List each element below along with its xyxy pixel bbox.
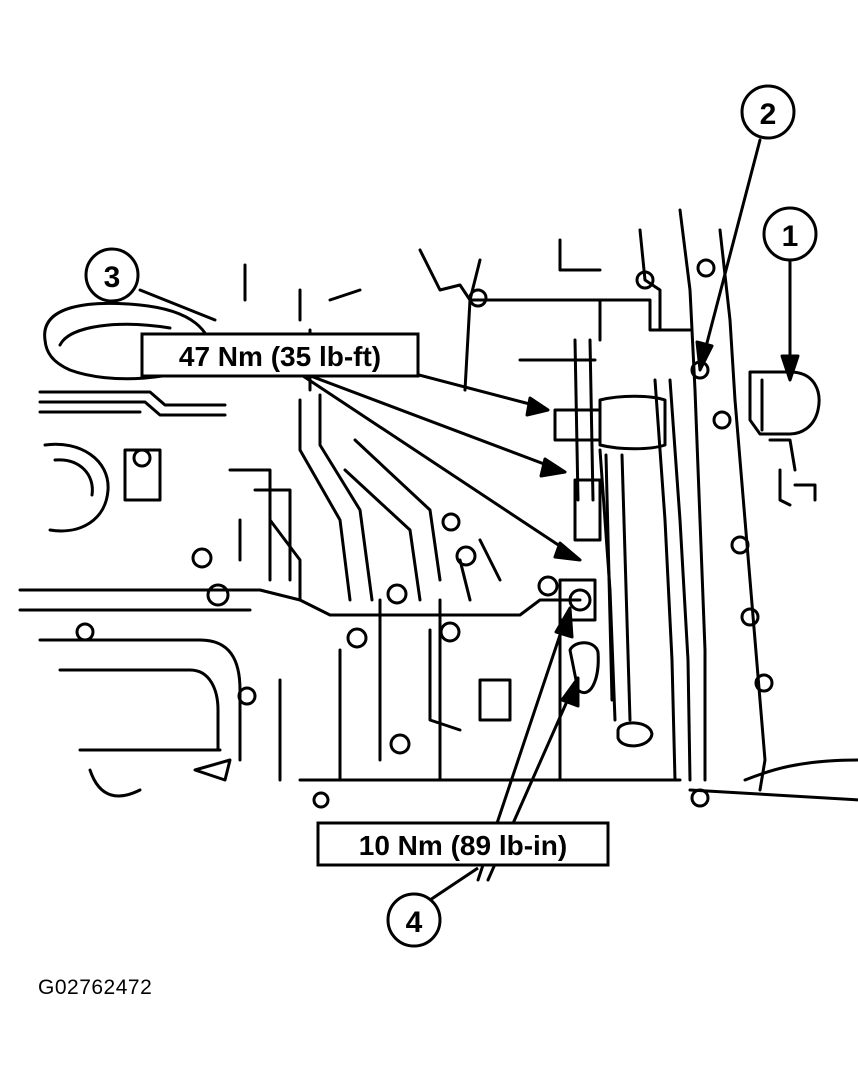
electrical-connector [748, 370, 821, 507]
solenoid-assembly [518, 338, 667, 748]
upper-torque-leaders [298, 368, 582, 562]
callout-2-leader [695, 138, 762, 372]
callout-number-1: 1 [782, 220, 799, 253]
callout-circle-4: 4 [386, 866, 479, 948]
callout-1-leader [780, 256, 800, 382]
callout-circle-2: 2 [740, 84, 796, 140]
upper-torque-text: 47 Nm (35 lb-ft) [179, 341, 381, 372]
callout-number-3: 3 [104, 261, 121, 294]
callout-number-4: 4 [406, 906, 423, 939]
upper-torque-label: 47 Nm (35 lb-ft) [140, 332, 420, 378]
callout-number-2: 2 [760, 98, 777, 131]
callout-circle-1: 1 [762, 206, 818, 262]
callout-3-leader [138, 288, 217, 322]
case-outline [18, 208, 858, 809]
figure-id: G02762472 [38, 976, 153, 999]
lower-torque-text: 10 Nm (89 lb-in) [359, 830, 567, 861]
callout-circle-3: 3 [84, 247, 140, 303]
lower-torque-label: 10 Nm (89 lb-in) [316, 821, 610, 867]
